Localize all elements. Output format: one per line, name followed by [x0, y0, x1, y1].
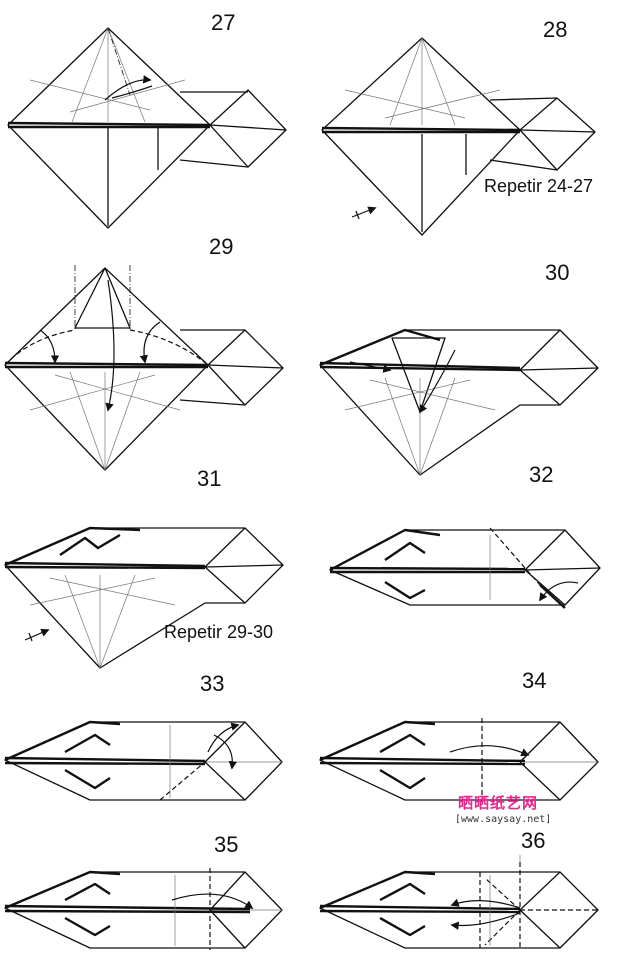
watermark-url: [www.saysay.net]	[455, 814, 552, 825]
step-34-figure	[319, 718, 599, 802]
step-number-36: 36	[521, 828, 546, 853]
step-28-figure	[321, 37, 596, 236]
step-29-figure	[4, 265, 284, 471]
step-number-28: 28	[543, 17, 568, 42]
step-number-27: 27	[211, 10, 236, 35]
step-number-34: 34	[522, 668, 547, 693]
step-32-figure	[329, 527, 601, 609]
step-31-repeat-note: Repetir 29-30	[164, 622, 274, 642]
step-number-32: 32	[529, 462, 554, 487]
step-35-figure	[4, 868, 283, 950]
step-28-repeat-note: Repetir 24-27	[484, 176, 594, 196]
step-31-figure	[4, 526, 284, 669]
step-number-30: 30	[545, 260, 570, 285]
step-number-33: 33	[200, 671, 225, 696]
step-number-35: 35	[214, 832, 239, 857]
step-36-figure	[319, 855, 599, 950]
step-30-figure	[319, 328, 599, 476]
step-27-figure	[7, 27, 287, 229]
step-number-29: 29	[209, 234, 234, 259]
watermark-logo: 晒晒纸艺网	[458, 794, 539, 812]
step-33-figure	[4, 720, 283, 801]
step-number-31: 31	[197, 466, 222, 491]
